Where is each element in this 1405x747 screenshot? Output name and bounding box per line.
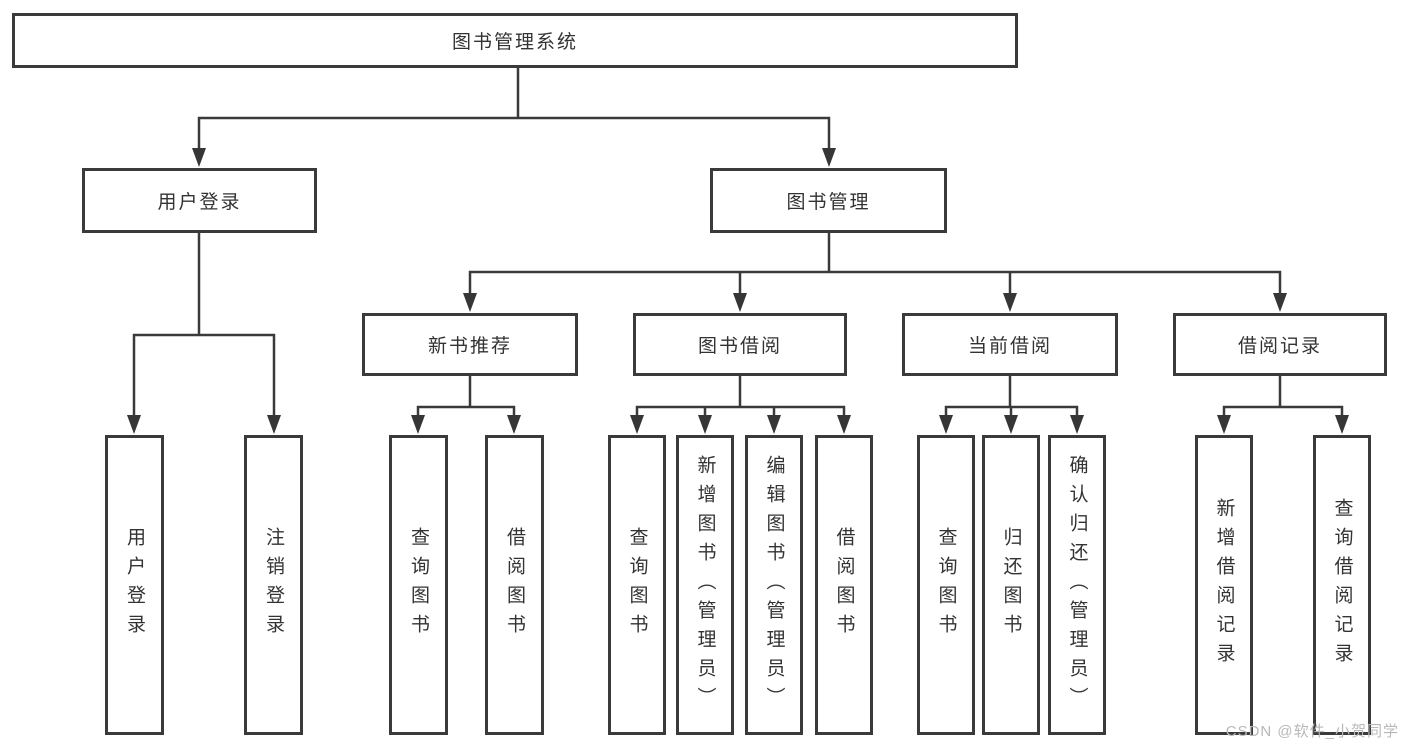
leaf-recommend-query-books: 查询图书 — [389, 435, 448, 735]
leaf-current-confirm-return: 确认归还（管理员） — [1048, 435, 1106, 735]
leaf-recommend-borrow-books: 借阅图书 — [485, 435, 544, 735]
csdn-watermark: CSDN @软件_小贺同学 — [1225, 723, 1399, 740]
node-borrowing-records: 借阅记录 — [1173, 313, 1387, 376]
node-user-login: 用户登录 — [82, 168, 317, 233]
leaf-logout: 注销登录 — [244, 435, 303, 735]
node-root: 图书管理系统 — [12, 13, 1018, 68]
leaf-borrowing-borrow-books: 借阅图书 — [815, 435, 873, 735]
leaf-current-return-books: 归还图书 — [982, 435, 1040, 735]
leaf-borrowing-query-books: 查询图书 — [608, 435, 666, 735]
leaf-records-add-record: 新增借阅记录 — [1195, 435, 1253, 735]
node-book-management: 图书管理 — [710, 168, 947, 233]
node-new-book-recommend: 新书推荐 — [362, 313, 578, 376]
node-book-borrowing: 图书借阅 — [633, 313, 847, 376]
leaf-borrowing-edit-books: 编辑图书（管理员） — [745, 435, 803, 735]
leaf-user-login: 用户登录 — [105, 435, 164, 735]
connector-tree-lines — [132, 66, 1344, 420]
node-current-borrowing: 当前借阅 — [902, 313, 1118, 376]
leaf-records-query-record: 查询借阅记录 — [1313, 435, 1371, 735]
leaf-current-query-books: 查询图书 — [917, 435, 975, 735]
leaf-borrowing-add-books: 新增图书（管理员） — [676, 435, 734, 735]
